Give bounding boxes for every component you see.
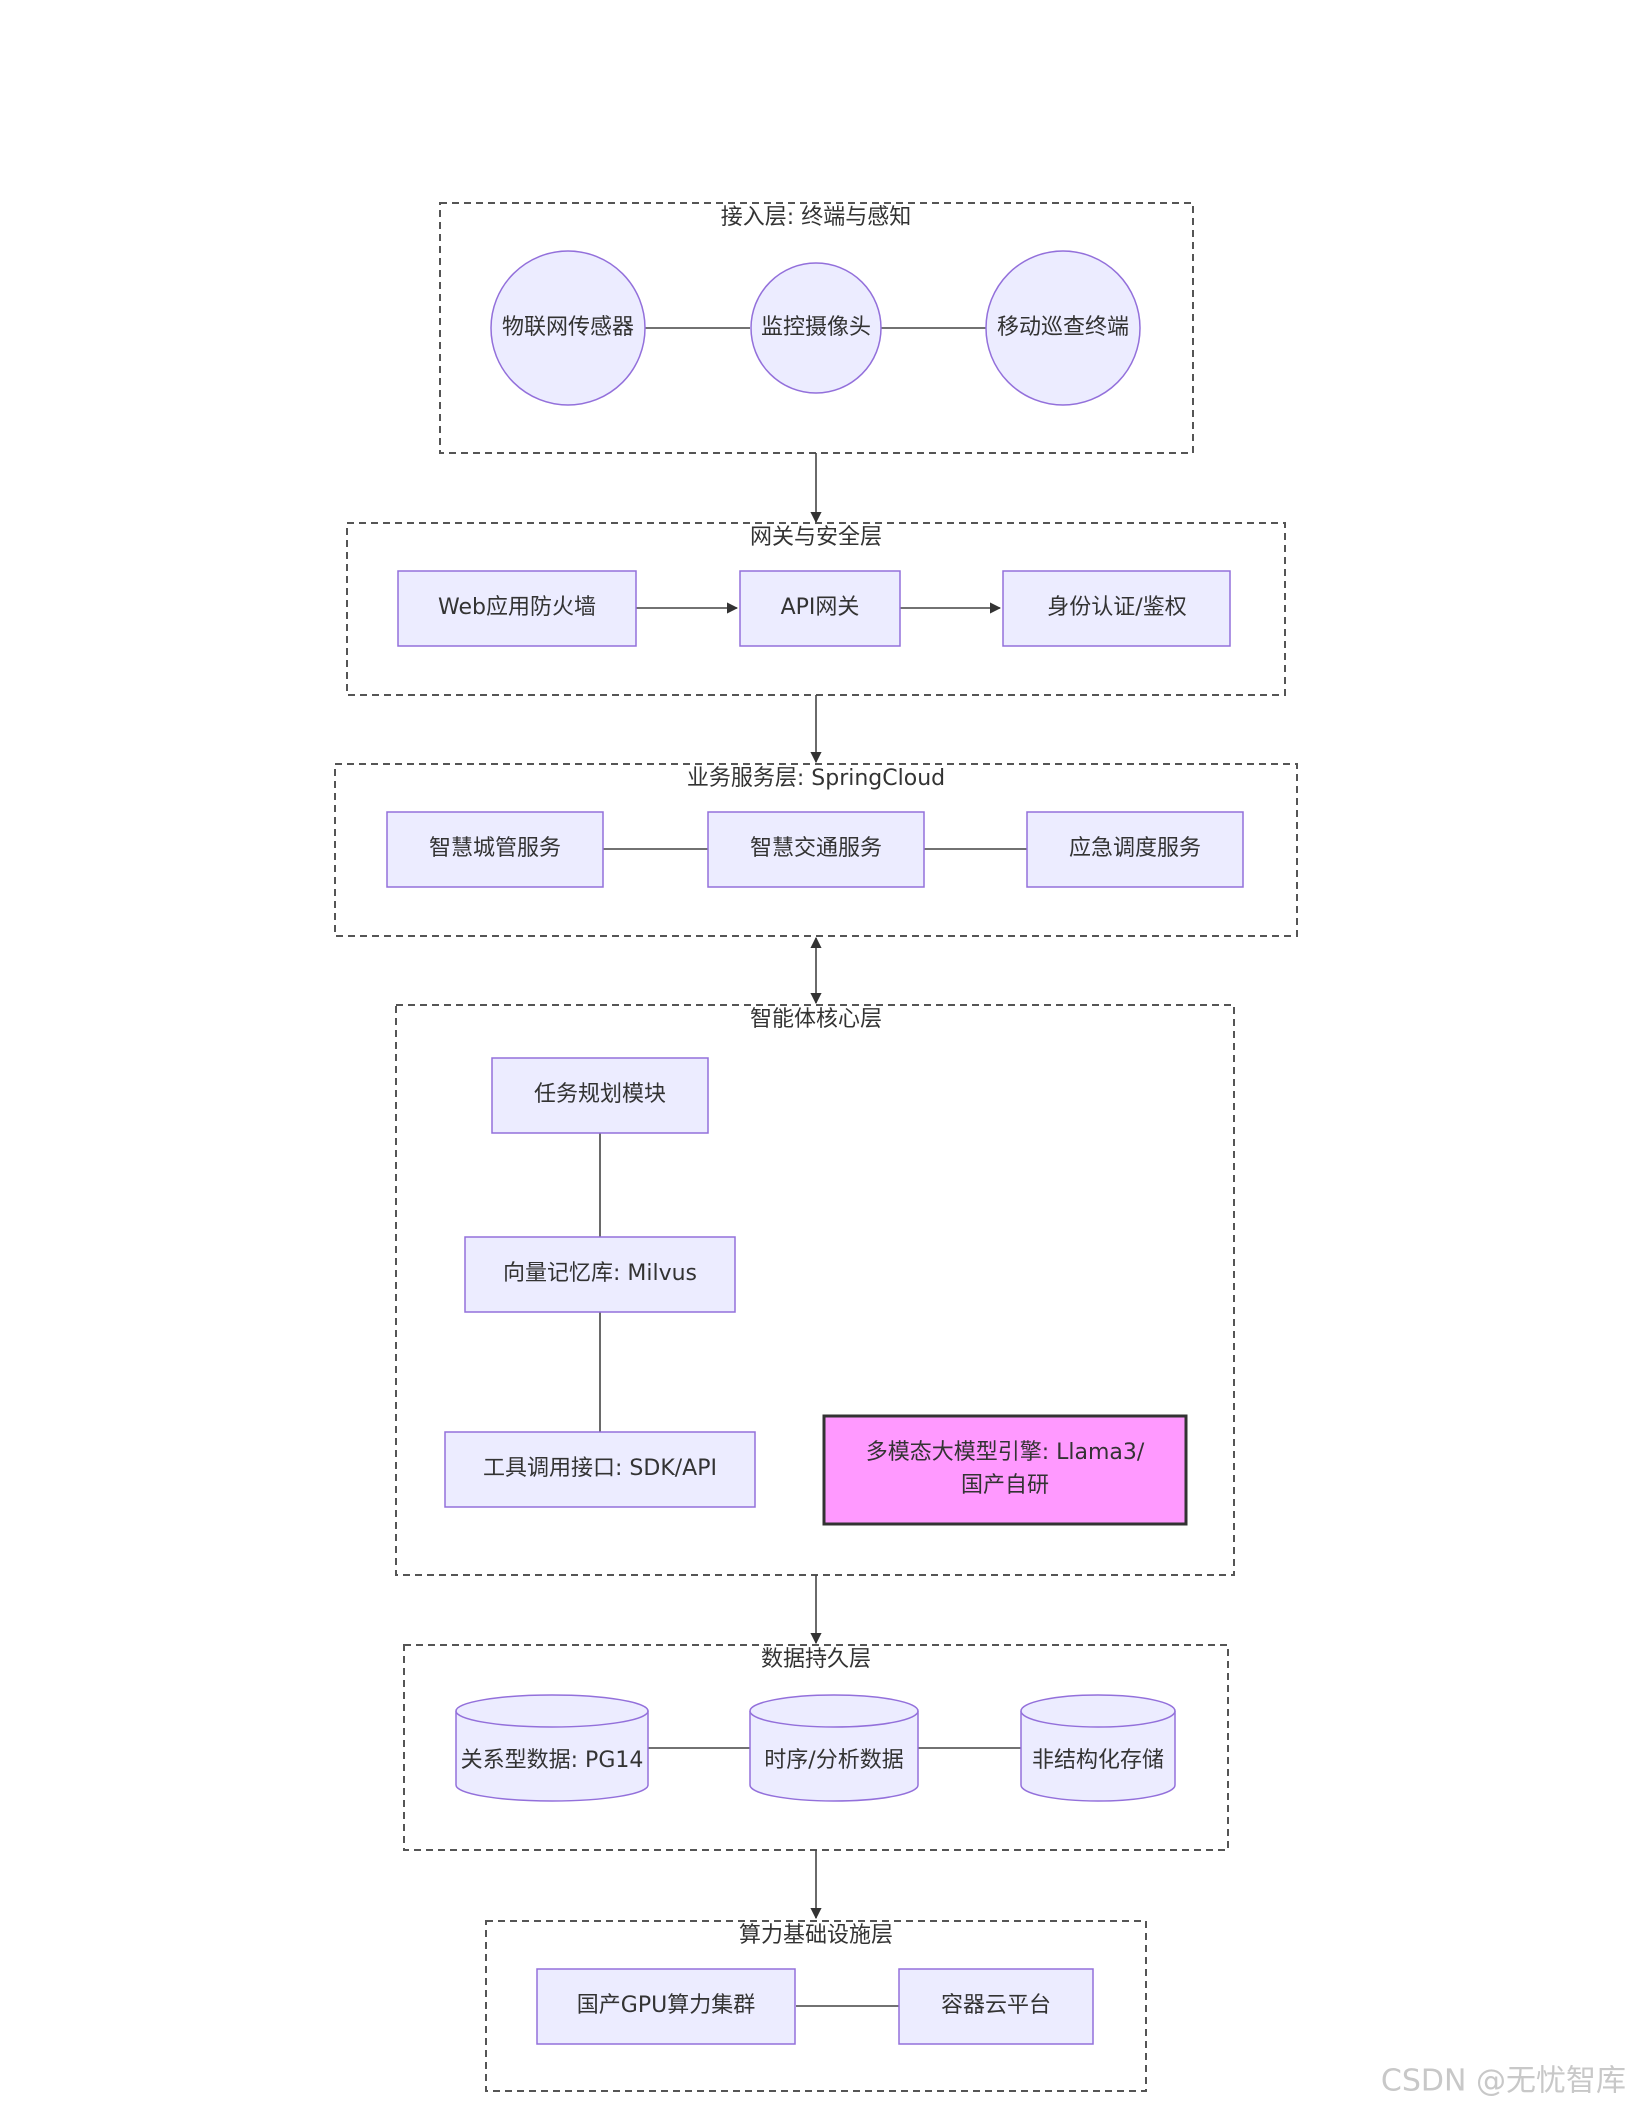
node-camera-label: 监控摄像头 [761, 315, 871, 340]
node-api-gateway-label: API网关 [781, 595, 860, 620]
node-task-planning[interactable]: 任务规划模块 [491, 1057, 709, 1134]
node-city-mgmt[interactable]: 智慧城管服务 [386, 811, 604, 888]
group-gateway-label: 网关与安全层 [750, 525, 882, 550]
node-cloud-platform[interactable]: 容器云平台 [898, 1968, 1094, 2045]
group-agent-label: 智能体核心层 [750, 1007, 882, 1032]
group-compute-layer: 算力基础设施层 [485, 1920, 1147, 2092]
node-relational-db-label: 关系型数据: PG14 [461, 1748, 644, 1773]
node-waf-label: Web应用防火墙 [438, 595, 596, 620]
node-timeseries-db[interactable]: 时序/分析数据 [749, 1694, 919, 1802]
node-timeseries-db-label: 时序/分析数据 [764, 1748, 903, 1773]
node-llm-label-line1: 多模态大模型引擎: Llama3/ [866, 1440, 1145, 1465]
group-agent-layer: 智能体核心层 [395, 1004, 1235, 1576]
node-llm-label-line2: 国产自研 [961, 1473, 1049, 1498]
node-waf[interactable]: Web应用防火墙 [397, 570, 637, 647]
node-traffic[interactable]: 智慧交通服务 [707, 811, 925, 888]
node-gpu-cluster[interactable]: 国产GPU算力集群 [536, 1968, 796, 2045]
node-city-mgmt-label: 智慧城管服务 [429, 836, 561, 861]
node-vector-memory-label: 向量记忆库: Milvus [503, 1261, 697, 1286]
group-business-layer: 业务服务层: SpringCloud [334, 763, 1298, 937]
node-llm-engine[interactable]: 多模态大模型引擎: Llama3/ 国产自研 [822, 1414, 1188, 1526]
node-task-planning-label: 任务规划模块 [534, 1082, 666, 1107]
group-access-label: 接入层: 终端与感知 [721, 205, 911, 230]
group-compute-label: 算力基础设施层 [739, 1923, 893, 1948]
node-tool-interface[interactable]: 工具调用接口: SDK/API [444, 1431, 756, 1508]
node-auth[interactable]: 身份认证/鉴权 [1002, 570, 1231, 647]
node-mobile-terminal[interactable]: 移动巡查终端 [985, 250, 1141, 406]
node-cloud-platform-label: 容器云平台 [941, 1993, 1051, 2018]
node-iot-sensor[interactable]: 物联网传感器 [490, 250, 646, 406]
group-data-label: 数据持久层 [761, 1647, 871, 1672]
node-emergency-label: 应急调度服务 [1069, 836, 1201, 861]
node-tool-interface-label: 工具调用接口: SDK/API [483, 1456, 717, 1481]
node-auth-label: 身份认证/鉴权 [1047, 595, 1186, 620]
node-api-gateway[interactable]: API网关 [739, 570, 901, 647]
node-unstructured-storage[interactable]: 非结构化存储 [1020, 1694, 1176, 1802]
group-business-label: 业务服务层: SpringCloud [687, 766, 945, 791]
node-vector-memory[interactable]: 向量记忆库: Milvus [464, 1236, 736, 1313]
node-traffic-label: 智慧交通服务 [750, 836, 882, 861]
node-mobile-terminal-label: 移动巡查终端 [997, 315, 1129, 340]
watermark-text: CSDN @无忧智库 [1381, 2064, 1626, 2099]
node-emergency[interactable]: 应急调度服务 [1026, 811, 1244, 888]
node-unstructured-storage-label: 非结构化存储 [1032, 1748, 1164, 1773]
node-relational-db[interactable]: 关系型数据: PG14 [455, 1694, 649, 1802]
node-gpu-cluster-label: 国产GPU算力集群 [577, 1993, 755, 2018]
group-access-layer: 接入层: 终端与感知 [439, 202, 1194, 454]
node-iot-sensor-label: 物联网传感器 [502, 315, 634, 340]
node-camera[interactable]: 监控摄像头 [750, 262, 882, 394]
